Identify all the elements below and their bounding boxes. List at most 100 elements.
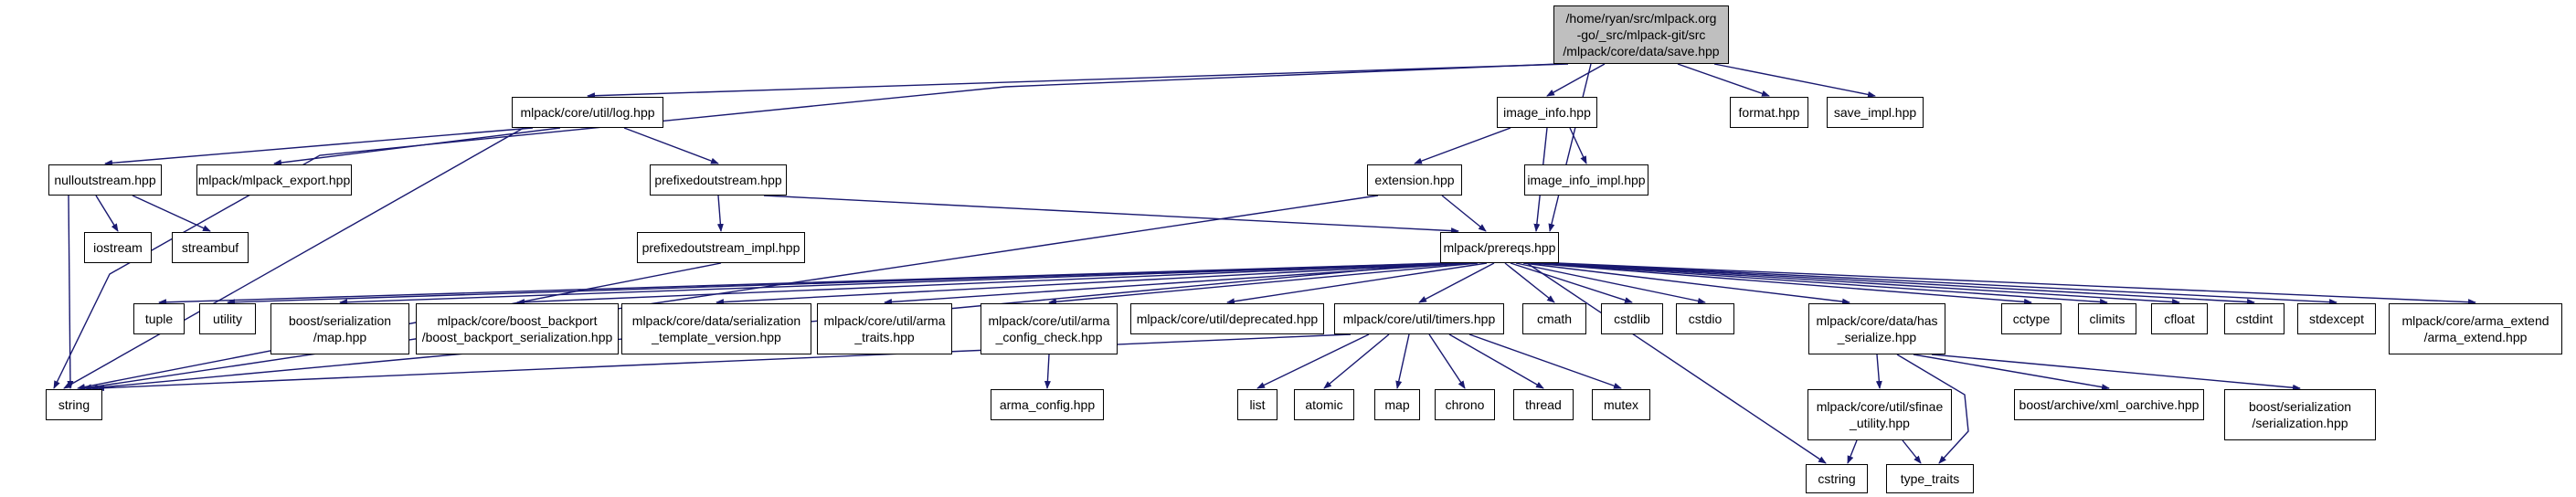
- include-edge-prereqs-to-cstdio: [1515, 262, 1706, 304]
- graph-node-deprecated[interactable]: mlpack/core/util/deprecated.hpp: [1130, 303, 1324, 334]
- include-edge-has_serialize-to-xml_oarchive: [1913, 354, 2110, 391]
- graph-node-label: image_info.hpp: [1503, 104, 1591, 120]
- graph-node-label: boost/serialization: [288, 312, 392, 328]
- graph-node-label: image_info_impl.hpp: [1527, 172, 1646, 187]
- graph-node-save_impl[interactable]: save_impl.hpp: [1827, 97, 1924, 128]
- graph-node-config_check[interactable]: mlpack/core/util/arma_config_check.hpp: [981, 303, 1118, 354]
- include-edge-log-to-prefixed: [623, 127, 719, 164]
- include-edge-prereqs-to-ser_tmpl: [716, 262, 1464, 306]
- graph-node-map_ser[interactable]: boost/serialization/map.hpp: [270, 303, 409, 354]
- graph-node-has_serialize[interactable]: mlpack/core/data/has_serialize.hpp: [1808, 303, 1945, 354]
- include-edge-timers-to-mutex: [1468, 333, 1622, 389]
- include-edge-log-to-string: [63, 127, 525, 389]
- graph-node-backport[interactable]: mlpack/core/boost_backport/boost_backpor…: [416, 303, 619, 354]
- graph-node-label: mlpack/core/data/serialization: [631, 312, 801, 328]
- include-edge-prereqs-to-climits: [1535, 262, 2108, 305]
- graph-node-label: mlpack/core/util/log.hpp: [520, 104, 655, 120]
- graph-node-chrono[interactable]: chrono: [1435, 389, 1495, 420]
- include-edge-has_serialize-to-type_traits: [1896, 354, 1969, 464]
- graph-node-label: /boost_backport_serialization.hpp: [421, 330, 613, 344]
- graph-node-type_traits[interactable]: type_traits: [1886, 464, 1974, 493]
- include-edge-image_info-to-extension: [1414, 127, 1511, 164]
- include-edge-prereqs-to-backport: [516, 262, 1458, 306]
- graph-node-label: cstdlib: [1614, 311, 1650, 326]
- graph-node-utility[interactable]: utility: [199, 303, 256, 334]
- graph-node-label: mlpack/core/boost_backport: [437, 312, 598, 328]
- graph-node-iostream[interactable]: iostream: [84, 232, 152, 263]
- graph-node-prereqs[interactable]: mlpack/prereqs.hpp: [1440, 232, 1559, 263]
- graph-node-label: stdexcept: [2309, 311, 2364, 326]
- graph-node-label: arma_config.hpp: [999, 397, 1096, 412]
- graph-node-sfinae[interactable]: mlpack/core/util/sfinae_utility.hpp: [1807, 389, 1952, 440]
- graph-node-string[interactable]: string: [46, 389, 102, 420]
- include-edge-extension-to-string: [83, 195, 1379, 391]
- graph-node-label: _traits.hpp: [854, 330, 915, 344]
- graph-node-tuple[interactable]: tuple: [133, 303, 185, 334]
- include-edge-root-to-save_impl: [1713, 63, 1876, 98]
- graph-node-label: mlpack/core/data/has: [1816, 312, 1938, 328]
- include-edge-prereqs-to-stdexcept: [1552, 262, 2337, 306]
- graph-node-label: boost/serialization: [2248, 398, 2352, 414]
- include-edge-prereqs-to-cmath: [1504, 262, 1555, 303]
- graph-node-pf_impl[interactable]: prefixedoutstream_impl.hpp: [637, 232, 805, 263]
- graph-node-map[interactable]: map: [1374, 389, 1420, 420]
- graph-node-label: chrono: [1445, 397, 1485, 412]
- graph-node-label: save_impl.hpp: [1833, 104, 1917, 120]
- graph-node-atomic[interactable]: atomic: [1294, 389, 1354, 420]
- graph-node-cstdint[interactable]: cstdint: [2224, 303, 2284, 334]
- graph-node-label: prefixedoutstream.hpp: [654, 172, 782, 187]
- graph-node-label: _utility.hpp: [1850, 416, 1910, 430]
- graph-node-arma_extend[interactable]: mlpack/core/arma_extend/arma_extend.hpp: [2389, 303, 2562, 354]
- graph-node-ser_tmpl[interactable]: mlpack/core/data/serialization _template_…: [621, 303, 811, 354]
- include-edge-root-to-log: [587, 63, 1569, 100]
- graph-node-streambuf[interactable]: streambuf: [172, 232, 249, 263]
- graph-node-arma_config[interactable]: arma_config.hpp: [991, 389, 1104, 420]
- include-edge-prereqs-to-has_serialize: [1522, 262, 1850, 305]
- graph-node-stdexcept[interactable]: stdexcept: [2297, 303, 2376, 334]
- graph-node-cctype[interactable]: cctype: [2001, 303, 2062, 334]
- graph-node-nullout[interactable]: nulloutstream.hpp: [48, 164, 162, 196]
- graph-node-xml_oarchive[interactable]: boost/archive/xml_oarchive.hpp: [2014, 389, 2204, 420]
- graph-node-cfloat[interactable]: cfloat: [2151, 303, 2208, 334]
- graph-node-list[interactable]: list: [1237, 389, 1277, 420]
- graph-node-label: -go/_src/mlpack-git/src: [1576, 26, 1706, 42]
- graph-node-image_info[interactable]: image_info.hpp: [1497, 97, 1597, 128]
- graph-node-climits[interactable]: climits: [2078, 303, 2136, 334]
- include-edge-prereqs-to-cstdint: [1546, 262, 2255, 306]
- graph-node-mutex[interactable]: mutex: [1592, 389, 1650, 420]
- include-edge-has_serialize-to-boost_ser: [1931, 354, 2301, 391]
- include-edge-prereqs-to-map_ser: [339, 262, 1453, 306]
- graph-node-label: _template_version.hpp: [652, 330, 781, 344]
- graph-node-prefixed[interactable]: prefixedoutstream.hpp: [650, 164, 787, 196]
- graph-node-format[interactable]: format.hpp: [1730, 97, 1808, 128]
- graph-node-boost_ser[interactable]: boost/serialization/serialization.hpp: [2224, 389, 2376, 440]
- graph-node-arma_traits[interactable]: mlpack/core/util/arma _traits.hpp: [817, 303, 952, 354]
- graph-node-extension[interactable]: extension.hpp: [1367, 164, 1462, 196]
- graph-node-image_info_impl[interactable]: image_info_impl.hpp: [1524, 164, 1648, 196]
- include-edge-timers-to-atomic: [1323, 333, 1390, 389]
- graph-node-cstdio[interactable]: cstdio: [1676, 303, 1734, 334]
- graph-node-root[interactable]: /home/ryan/src/mlpack.org-go/_src/mlpack…: [1553, 5, 1729, 64]
- graph-node-cmath[interactable]: cmath: [1522, 303, 1586, 334]
- graph-node-label: streambuf: [181, 239, 239, 255]
- include-edge-prefixed-to-prereqs: [763, 195, 1459, 235]
- graph-node-label: mlpack/core/util/timers.hpp: [1342, 311, 1496, 326]
- graph-node-thread[interactable]: thread: [1513, 389, 1574, 420]
- include-edge-has_serialize-to-sfinae: [1875, 354, 1882, 389]
- graph-node-timers[interactable]: mlpack/core/util/timers.hpp: [1334, 303, 1504, 334]
- graph-node-label: cmath: [1536, 311, 1573, 326]
- graph-node-label: /arma_extend.hpp: [2423, 330, 2528, 344]
- graph-node-label: mlpack/core/util/arma: [823, 312, 946, 328]
- graph-node-log[interactable]: mlpack/core/util/log.hpp: [512, 97, 663, 128]
- graph-node-export[interactable]: mlpack/mlpack_export.hpp: [196, 164, 352, 196]
- graph-node-label: /home/ryan/src/mlpack.org: [1565, 10, 1717, 26]
- graph-node-cstdlib[interactable]: cstdlib: [1601, 303, 1663, 334]
- graph-node-cstring[interactable]: cstring: [1806, 464, 1868, 493]
- include-edge-config_check-to-arma_config: [1044, 354, 1051, 389]
- graph-node-label: boost/archive/xml_oarchive.hpp: [2019, 397, 2200, 412]
- include-edge-prereqs-to-deprecated: [1226, 262, 1488, 305]
- graph-node-label: mutex: [1603, 397, 1639, 412]
- graph-node-label: type_traits: [1900, 471, 1960, 486]
